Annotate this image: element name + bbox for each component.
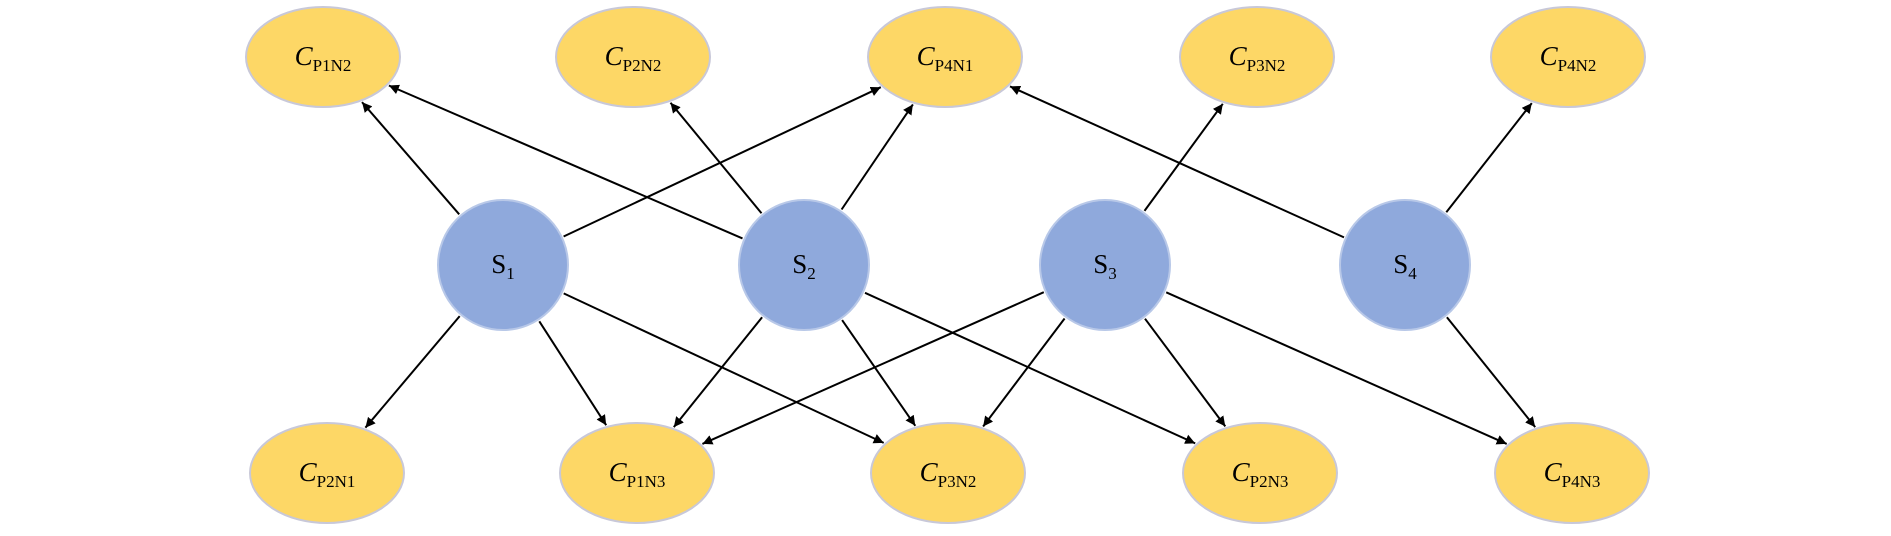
source-circle [1339, 199, 1471, 331]
target-node-cp3n2-top: CP3N2 [1179, 6, 1335, 108]
edge-s1-to-cp1n2-top [361, 101, 460, 215]
edge-s3-to-cp4n3-bot [1165, 291, 1508, 445]
source-node-s3: S3 [1039, 199, 1171, 331]
node-label-subscript: 4 [1408, 264, 1417, 283]
target-node-cp3n2-bot: CP3N2 [870, 422, 1026, 524]
edge-s2-to-cp2n3-bot [864, 291, 1196, 445]
target-ellipse [870, 422, 1026, 524]
target-ellipse [1182, 422, 1338, 524]
node-label-subscript: P2N3 [1250, 472, 1289, 491]
edge-s1-to-cp2n1-bot [364, 315, 461, 429]
node-label: CP2N1 [299, 457, 356, 491]
source-node-s4: S4 [1339, 199, 1471, 331]
target-node-cp4n2-top: CP4N2 [1490, 6, 1646, 108]
edge-s3-to-cp2n3-bot [1144, 318, 1227, 427]
node-label: CP4N3 [1544, 457, 1601, 491]
target-node-cp2n1-bot: CP2N1 [249, 422, 405, 524]
edge-s4-to-cp4n3-bot [1446, 316, 1536, 428]
node-label: CP4N1 [917, 41, 974, 75]
node-label-subscript: 1 [506, 264, 515, 283]
target-ellipse [1490, 6, 1646, 108]
target-ellipse [559, 422, 715, 524]
node-label-base: C [1229, 41, 1248, 71]
node-label-subscript: P2N2 [623, 56, 662, 75]
node-label-base: S [1393, 249, 1408, 279]
node-label-subscript: P1N3 [627, 472, 666, 491]
source-node-s1: S1 [437, 199, 569, 331]
target-node-cp4n3-bot: CP4N3 [1494, 422, 1650, 524]
node-label-base: C [1540, 41, 1559, 71]
node-label-subscript: P4N1 [935, 56, 974, 75]
node-label: S4 [1393, 249, 1417, 283]
node-label-base: S [792, 249, 807, 279]
node-label: S2 [792, 249, 816, 283]
node-label-base: C [1232, 457, 1251, 487]
edge-s3-to-cp3n2-top [1143, 103, 1224, 212]
node-label: CP3N2 [920, 457, 977, 491]
node-label-subscript: P3N2 [1247, 56, 1286, 75]
edge-s3-to-cp1n3-bot [701, 291, 1045, 445]
edge-s2-to-cp2n2-top [669, 102, 763, 214]
node-label-subscript: 2 [807, 264, 816, 283]
target-node-cp2n3-bot: CP2N3 [1182, 422, 1338, 524]
node-label-base: C [299, 457, 318, 487]
target-node-cp1n3-bot: CP1N3 [559, 422, 715, 524]
source-circle [1039, 199, 1171, 331]
node-label-base: C [605, 41, 624, 71]
source-node-s2: S2 [738, 199, 870, 331]
edge-s4-to-cp4n2-top [1445, 102, 1533, 213]
source-circle [437, 199, 569, 331]
node-label-base: S [491, 249, 506, 279]
node-label-subscript: P3N2 [938, 472, 977, 491]
node-label-base: C [917, 41, 936, 71]
node-label-subscript: 3 [1108, 264, 1117, 283]
edge-s1-to-cp1n3-bot [538, 320, 608, 426]
node-label-subscript: P4N3 [1562, 472, 1601, 491]
edge-s2-to-cp3n2-bot [841, 319, 917, 427]
edge-s1-to-cp3n2-bot [563, 292, 885, 444]
edges [361, 84, 1536, 445]
node-label-base: C [920, 457, 939, 487]
target-node-cp4n1-top: CP4N1 [867, 6, 1023, 108]
node-label: CP4N2 [1540, 41, 1597, 75]
edge-s3-to-cp3n2-bot [982, 317, 1066, 428]
target-ellipse [1494, 422, 1650, 524]
edge-s1-to-cp4n1-top [563, 86, 882, 238]
source-circle [738, 199, 870, 331]
edge-s2-to-cp1n2-top [388, 84, 743, 240]
node-label: CP1N2 [295, 41, 352, 75]
node-label-base: C [1544, 457, 1563, 487]
node-label: CP3N2 [1229, 41, 1286, 75]
target-ellipse [249, 422, 405, 524]
node-label: CP2N3 [1232, 457, 1289, 491]
node-label: CP1N3 [609, 457, 666, 491]
node-label: S3 [1093, 249, 1117, 283]
node-label-subscript: P4N2 [1558, 56, 1597, 75]
node-label-base: C [295, 41, 314, 71]
edge-s4-to-cp4n1-top [1009, 85, 1345, 239]
edge-s2-to-cp4n1-top [840, 103, 914, 211]
node-label-base: C [609, 457, 628, 487]
target-node-cp1n2-top: CP1N2 [245, 6, 401, 108]
node-label-base: S [1093, 249, 1108, 279]
target-node-cp2n2-top: CP2N2 [555, 6, 711, 108]
edge-s2-to-cp1n3-bot [673, 316, 763, 428]
node-label: S1 [491, 249, 515, 283]
target-ellipse [1179, 6, 1335, 108]
target-ellipse [555, 6, 711, 108]
node-label-subscript: P2N1 [317, 472, 356, 491]
target-ellipse [867, 6, 1023, 108]
node-label: CP2N2 [605, 41, 662, 75]
node-label-subscript: P1N2 [313, 56, 352, 75]
target-ellipse [245, 6, 401, 108]
